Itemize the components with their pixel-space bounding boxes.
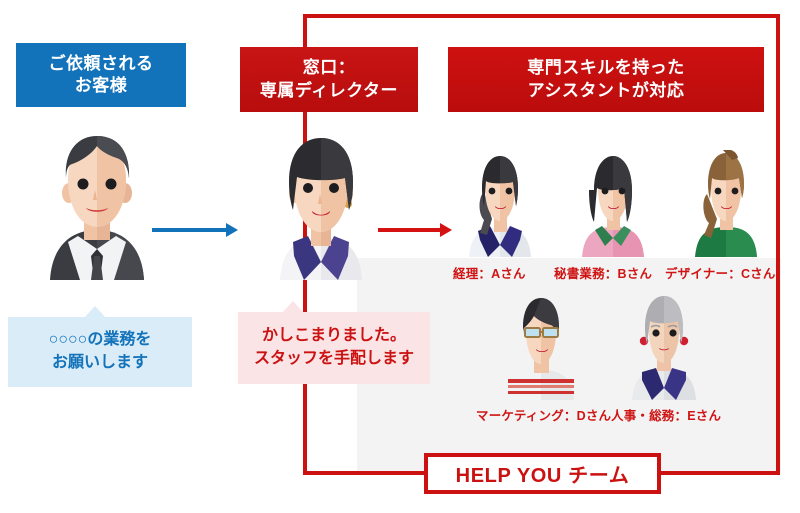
assistant-d-caption: マーケティング：Dさん (476, 409, 612, 423)
director-title-line2: 専属ディレクター (259, 80, 399, 100)
assistant-c-avatar (687, 150, 765, 257)
help-you-team-label: HELP YOU チーム (424, 453, 661, 494)
director-avatar (262, 132, 380, 280)
director-title-line1: 窓口： (302, 58, 356, 78)
red-arrow-shaft (378, 228, 440, 232)
director-bubble-line1: かしこまりました。 (261, 327, 406, 345)
assistants-title-line2: アシスタントが対応 (527, 80, 685, 100)
director-bubble-tail (282, 301, 304, 313)
director-title-box: 窓口： 専属ディレクター (240, 47, 418, 112)
blue-arrow-head (226, 223, 238, 237)
director-bubble-line2: スタッフを手配します (253, 350, 414, 367)
assistant-a-caption: 経理：Aさん (453, 267, 526, 281)
assistant-a-avatar (461, 152, 539, 257)
customer-bubble-line2: お願いします (51, 354, 148, 371)
assistant-e-avatar (624, 292, 704, 400)
blue-arrow-shaft (152, 228, 226, 232)
assistant-b-caption: 秘書業務：Bさん (554, 267, 653, 281)
assistants-title-box: 専門スキルを持った アシスタントが対応 (448, 47, 764, 112)
red-arrow-head (440, 223, 452, 237)
customer-title-box: ご依頼される お客様 (16, 43, 186, 107)
assistant-b-avatar (574, 152, 652, 257)
assistant-e-caption: 人事・総務：Eさん (611, 409, 722, 423)
assistant-c-caption: デザイナー：Cさん (665, 267, 776, 281)
customer-title-line2: お客様 (74, 76, 128, 95)
assistants-title-line1: 専門スキルを持った (527, 58, 685, 78)
customer-bubble-line1: ○○○○の業務を (48, 331, 152, 349)
customer-avatar (22, 132, 172, 280)
customer-title-line1: ご依頼される (48, 53, 154, 73)
director-speech-bubble: かしこまりました。 スタッフを手配します (238, 301, 430, 384)
assistant-d-avatar (500, 295, 582, 400)
customer-bubble-tail (84, 306, 106, 318)
customer-speech-bubble: ○○○○の業務を お願いします (8, 306, 192, 387)
